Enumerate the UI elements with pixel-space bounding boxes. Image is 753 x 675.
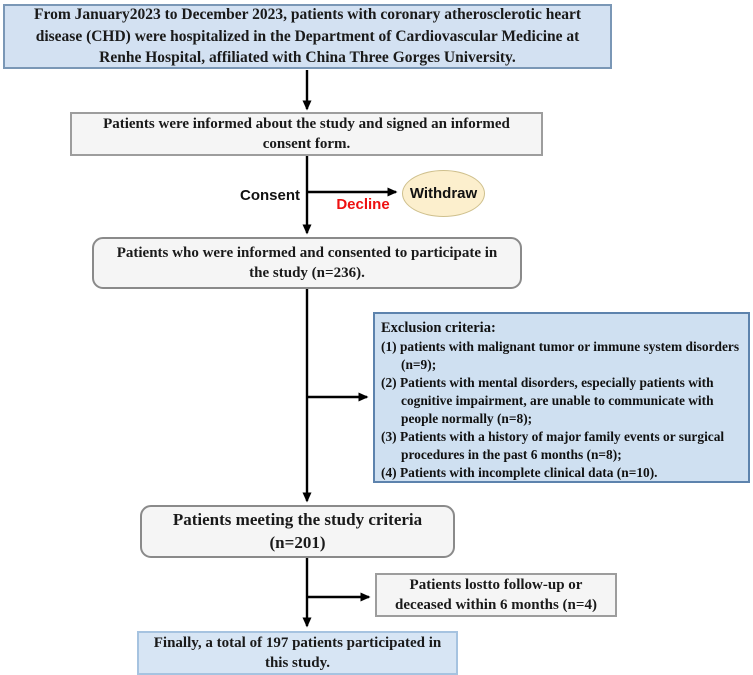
informed-box: Patients were informed about the study a… — [70, 112, 543, 156]
withdraw-ellipse: Withdraw — [402, 170, 485, 217]
exclusion-item-3: (3) Patients with a history of major fam… — [381, 428, 725, 462]
study-period-box: From January2023 to December 2023, patie… — [3, 4, 612, 69]
decline-label: Decline — [336, 196, 390, 213]
lost-box: Patients lostto follow-up or deceased wi… — [375, 573, 617, 617]
informed-text: Patients were informed about the study a… — [103, 115, 510, 152]
exclusion-item-2: (2) Patients with mental disorders, espe… — [381, 374, 714, 426]
criteria-text: Patients meeting the study criteria (n=2… — [172, 509, 423, 552]
study-period-text: From January2023 to December 2023, patie… — [34, 6, 581, 67]
lost-text: Patients lostto follow-up or deceased wi… — [395, 576, 597, 613]
exclusion-box: Exclusion criteria: (1) patients with ma… — [373, 312, 750, 483]
final-text: Finally, a total of 197 patients partici… — [153, 634, 442, 671]
final-box: Finally, a total of 197 patients partici… — [137, 631, 458, 675]
consented-box: Patients who were informed and consented… — [92, 237, 522, 289]
withdraw-text: Withdraw — [409, 185, 478, 202]
consent-label: Consent — [240, 187, 300, 204]
criteria-box: Patients meeting the study criteria (n=2… — [140, 505, 455, 558]
exclusion-item-1: (1) patients with malignant tumor or imm… — [381, 338, 740, 372]
exclusion-item-4: (4) Patients with incomplete clinical da… — [381, 464, 658, 480]
exclusion-title: Exclusion criteria: — [381, 320, 496, 336]
consented-text: Patients who were informed and consented… — [116, 244, 498, 281]
